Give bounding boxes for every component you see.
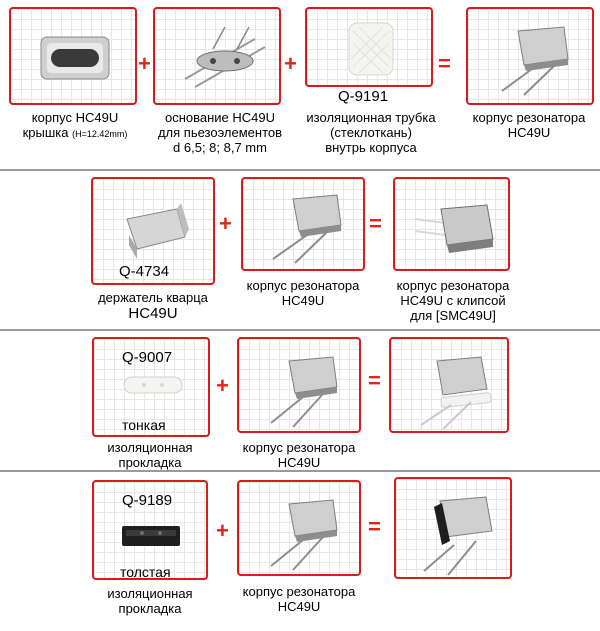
card-hc49u-base bbox=[153, 7, 281, 105]
part-code: Q-4734 bbox=[119, 263, 170, 280]
caption-base: основание HC49U для пьезоэлементов d 6,5… bbox=[157, 110, 283, 155]
caption-cover: корпус HC49U крышка (H=12.42mm) bbox=[22, 110, 128, 140]
part-code: Q-9191 bbox=[338, 88, 389, 105]
plus-sign: + bbox=[216, 518, 229, 543]
card-resonator-thick-spacer bbox=[394, 477, 512, 579]
resonator-image bbox=[270, 499, 338, 571]
row-separator bbox=[0, 169, 600, 171]
card-thin-spacer: Q-9007 тонкая bbox=[92, 337, 210, 437]
equals-sign: = bbox=[369, 211, 382, 236]
card-resonator-case bbox=[241, 177, 365, 271]
equals-sign: = bbox=[368, 514, 381, 539]
tube-image bbox=[348, 22, 394, 76]
card-hc49u-cover bbox=[9, 7, 137, 105]
card-holder: Q-4734 bbox=[91, 177, 215, 285]
row-separator bbox=[0, 470, 600, 472]
card-resonator-clip bbox=[393, 177, 510, 271]
spacer-thickness-label: толстая bbox=[120, 564, 171, 580]
caption-holder: держатель кварца HC49U bbox=[98, 290, 208, 322]
caption-resonator-clip: корпус резонатора HC49U с клипсой для [S… bbox=[396, 278, 510, 323]
caption-resonator: корпус резонатора HC49U bbox=[242, 440, 356, 470]
plus-sign: + bbox=[216, 373, 229, 398]
card-thick-spacer: Q-9189 толстая bbox=[92, 480, 208, 580]
holder-image bbox=[126, 203, 189, 259]
caption-resonator: корпус резонатора HC49U bbox=[242, 584, 356, 614]
caption-thin-spacer: изоляционная прокладка bbox=[107, 440, 193, 470]
part-code: Q-9189 bbox=[122, 492, 173, 509]
card-resonator-thin-spacer bbox=[389, 337, 509, 433]
equals-sign: = bbox=[368, 368, 381, 393]
caption-resonator: корпус резонатора HC49U bbox=[246, 278, 360, 308]
resonator-thick-spacer-image bbox=[423, 496, 493, 576]
card-resonator-case bbox=[466, 7, 594, 105]
plus-sign: + bbox=[138, 51, 151, 76]
resonator-image bbox=[272, 194, 342, 264]
caption-resonator: корпус резонатора HC49U bbox=[472, 110, 586, 140]
thick-spacer-image bbox=[122, 526, 180, 546]
card-resonator-case bbox=[237, 337, 361, 433]
resonator-clip-image bbox=[414, 204, 494, 253]
plus-sign: + bbox=[284, 51, 297, 76]
base-image bbox=[184, 26, 266, 88]
thin-spacer-image bbox=[123, 376, 183, 394]
row-separator bbox=[0, 329, 600, 331]
spacer-thickness-label: тонкая bbox=[122, 417, 166, 433]
cover-image bbox=[40, 36, 110, 80]
card-resonator-case bbox=[237, 480, 361, 576]
resonator-image bbox=[270, 356, 338, 428]
plus-sign: + bbox=[219, 211, 232, 236]
caption-thick-spacer: изоляционная прокладка bbox=[107, 586, 193, 616]
resonator-image bbox=[501, 26, 569, 96]
equals-sign: = bbox=[438, 51, 451, 76]
card-insulation-tube bbox=[305, 7, 433, 87]
caption-tube: изоляционная трубка (стеклоткань) внутрь… bbox=[306, 110, 436, 155]
resonator-thin-spacer-image bbox=[420, 356, 492, 430]
part-code: Q-9007 bbox=[122, 349, 173, 366]
